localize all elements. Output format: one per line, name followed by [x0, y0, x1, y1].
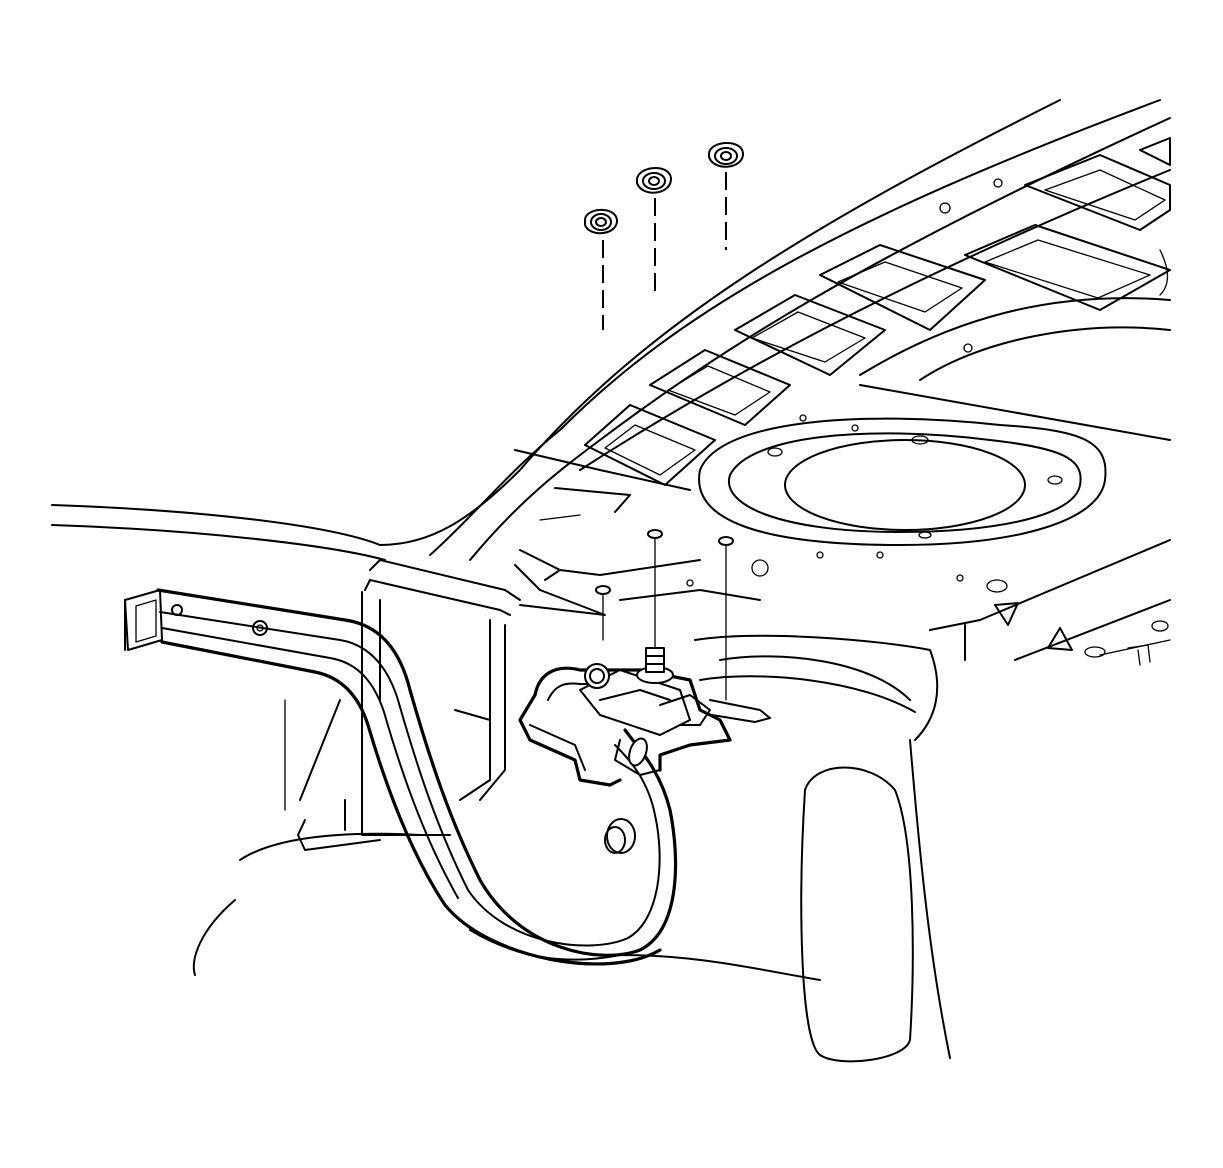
nut-2	[636, 167, 673, 194]
hinge-bracket	[518, 647, 771, 787]
stud-hole-1	[595, 585, 611, 595]
nut-1	[584, 208, 619, 235]
hinge-nuts	[584, 142, 745, 330]
stud-holes	[595, 529, 734, 701]
nut-3	[708, 142, 745, 168]
shelf-pockets	[584, 137, 1171, 486]
stud-hole-2	[647, 529, 663, 539]
rear-compartment-panel	[51, 99, 1171, 666]
shelf-holes	[686, 178, 1003, 587]
wheelhouse	[192, 634, 951, 1063]
speaker-opening	[698, 417, 1107, 546]
hinge-arm	[124, 588, 678, 966]
stud-hole-3	[718, 536, 734, 546]
side-support-panel	[284, 559, 521, 851]
